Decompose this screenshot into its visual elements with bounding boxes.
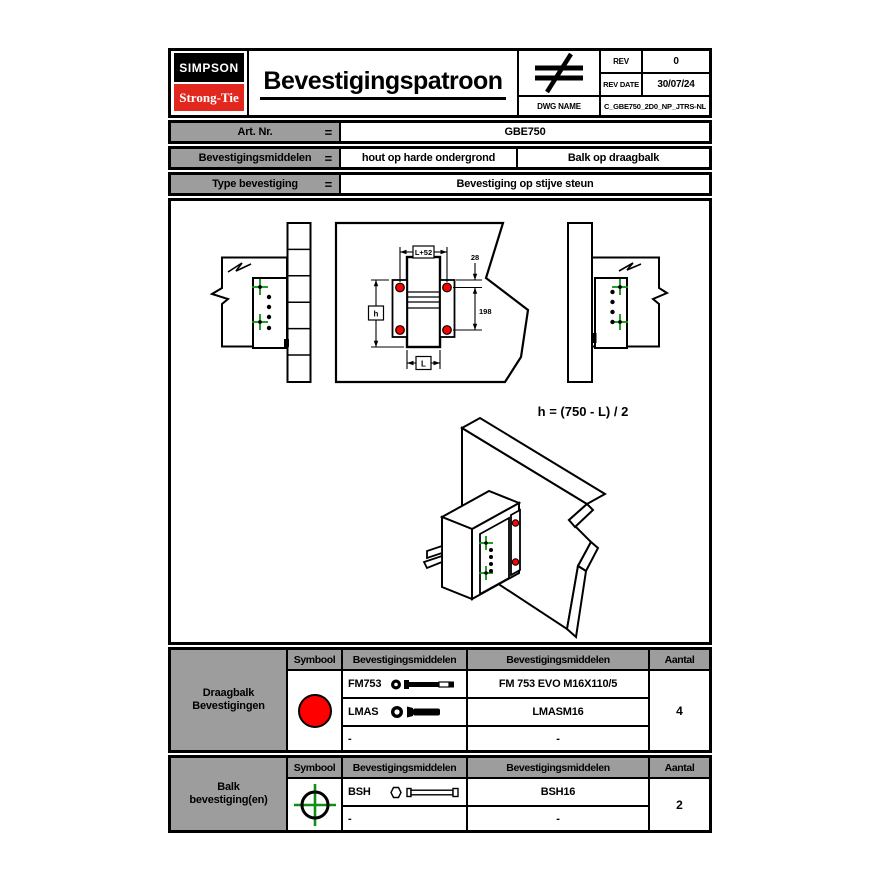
aantal-value-balk: 2 bbox=[650, 779, 709, 830]
fastener-code-cell: FM753 bbox=[343, 671, 466, 697]
symbol-cell-draagbalk bbox=[288, 671, 341, 750]
divider bbox=[517, 51, 519, 115]
fastener-code-cell: BSH bbox=[343, 779, 466, 805]
symbol-cell-balk bbox=[288, 779, 341, 830]
dim-h-label: h bbox=[374, 310, 379, 319]
technical-drawing-area: L+52 h bbox=[168, 198, 712, 645]
col-header-symbool: Symbool bbox=[288, 758, 341, 777]
fastener-code-cell: - bbox=[343, 807, 466, 830]
fasteners-value-1: hout op harde ondergrond bbox=[341, 149, 516, 167]
page-title: Bevestigingspatroon bbox=[249, 51, 517, 115]
col-header-bevestigingsmiddelen-1: Bevestigingsmiddelen bbox=[343, 650, 466, 669]
col-header-bevestigingsmiddelen-1: Bevestigingsmiddelen bbox=[343, 758, 466, 777]
break-mark-icon bbox=[618, 262, 642, 272]
product-cell: LMASM16 bbox=[468, 699, 648, 725]
col-header-symbool: Symbool bbox=[288, 650, 341, 669]
fasteners-label-text: Bevestigingsmiddelen bbox=[198, 152, 312, 164]
equals-sign: = bbox=[324, 150, 333, 166]
info-row-artnr: Art. Nr. = GBE750 bbox=[168, 120, 712, 144]
revision-block: REV 0 REV DATE 30/07/24 DWG NAME C_GBE75… bbox=[519, 51, 709, 115]
dimension-L bbox=[406, 350, 441, 371]
dim-spacing-label: 198 bbox=[479, 307, 492, 316]
anchor-dot-icon bbox=[511, 519, 520, 566]
technical-drawing: L+52 h bbox=[209, 221, 670, 639]
side-view-left bbox=[209, 222, 312, 383]
dim-width-label: L+52 bbox=[415, 248, 432, 257]
bracket-flange bbox=[510, 508, 521, 577]
fastener-code: - bbox=[348, 812, 352, 825]
col-header-bevestigingsmiddelen-2: Bevestigingsmiddelen bbox=[468, 758, 648, 777]
dim-edge-label: 28 bbox=[471, 253, 479, 262]
artnr-value: GBE750 bbox=[341, 123, 709, 141]
divider bbox=[247, 51, 249, 115]
info-row-type: Type bevestiging = Bevestiging op stijve… bbox=[168, 172, 712, 196]
artnr-label-text: Art. Nr. bbox=[237, 126, 273, 138]
product-cell: BSH16 bbox=[468, 779, 648, 805]
type-label-text: Type bevestiging bbox=[212, 178, 298, 190]
equals-sign: = bbox=[324, 124, 333, 140]
artnr-label: Art. Nr. = bbox=[171, 123, 339, 141]
product-cell: - bbox=[468, 727, 648, 750]
fasteners-value-2: Balk op draagbalk bbox=[518, 149, 709, 167]
type-value: Bevestiging op stijve steun bbox=[341, 175, 709, 193]
fasteners-label: Bevestigingsmiddelen = bbox=[171, 149, 339, 167]
not-equal-icon bbox=[519, 51, 599, 95]
col-header-aantal: Aantal bbox=[650, 758, 709, 777]
fastener-code: FM753 bbox=[348, 678, 382, 690]
drawing-sheet: SIMPSON Strong-Tie Bevestigingspatroon R… bbox=[168, 48, 712, 834]
page-title-text: Bevestigingspatroon bbox=[260, 67, 506, 100]
break-mark-icon bbox=[227, 262, 252, 273]
dim-L-label: L bbox=[421, 360, 426, 369]
front-view-center: L+52 h bbox=[334, 221, 530, 384]
side-view-right bbox=[567, 222, 670, 383]
product-cell: - bbox=[468, 807, 648, 830]
brand-logo: SIMPSON Strong-Tie bbox=[171, 51, 247, 115]
aantal-value-draagbalk: 4 bbox=[650, 671, 709, 750]
bsh-hex-rod-icon bbox=[390, 786, 459, 798]
col-header-bevestigingsmiddelen-2: Bevestigingsmiddelen bbox=[468, 650, 648, 669]
logo-simpson-text: SIMPSON bbox=[174, 53, 244, 82]
green-crosshair-symbol-icon bbox=[293, 783, 336, 826]
bracket-plate bbox=[479, 516, 510, 596]
fastener-code: LMAS bbox=[348, 706, 379, 718]
isometric-view bbox=[422, 416, 607, 639]
fastener-code-cell: - bbox=[343, 727, 466, 750]
info-row-fasteners: Bevestigingsmiddelen = hout op harde ond… bbox=[168, 146, 712, 170]
red-circle-symbol-icon bbox=[297, 693, 332, 728]
formula-text: h = (750 - L) / 2 bbox=[538, 404, 629, 419]
fastener-code: - bbox=[348, 732, 352, 745]
dwg-name-label: DWG NAME bbox=[519, 97, 599, 115]
dwg-name-value: C_GBE750_2D0_NP_JTRS-NL bbox=[601, 97, 709, 115]
product-cell: FM 753 EVO M16X110/5 bbox=[468, 671, 648, 697]
title-block: SIMPSON Strong-Tie Bevestigingspatroon R… bbox=[168, 48, 712, 118]
rev-label: REV bbox=[601, 51, 641, 72]
dimension-width bbox=[399, 245, 448, 282]
fastener-code-cell: LMAS bbox=[343, 699, 466, 725]
dimension-right bbox=[453, 263, 482, 331]
col-header-aantal: Aantal bbox=[650, 650, 709, 669]
dimension-h bbox=[367, 279, 404, 348]
anchor-dot-icon bbox=[395, 282, 452, 335]
equals-sign: = bbox=[324, 176, 333, 192]
rev-value: 0 bbox=[643, 51, 709, 72]
type-label: Type bevestiging = bbox=[171, 175, 339, 193]
fastener-code: BSH bbox=[348, 786, 371, 798]
lmas-washer-bolt-icon bbox=[391, 706, 440, 718]
rev-date-label: REV DATE bbox=[601, 74, 641, 95]
fm753-washer-bolt-icon bbox=[391, 679, 454, 689]
rev-date-value: 30/07/24 bbox=[643, 74, 709, 95]
logo-strongtie-text: Strong-Tie bbox=[174, 84, 244, 111]
